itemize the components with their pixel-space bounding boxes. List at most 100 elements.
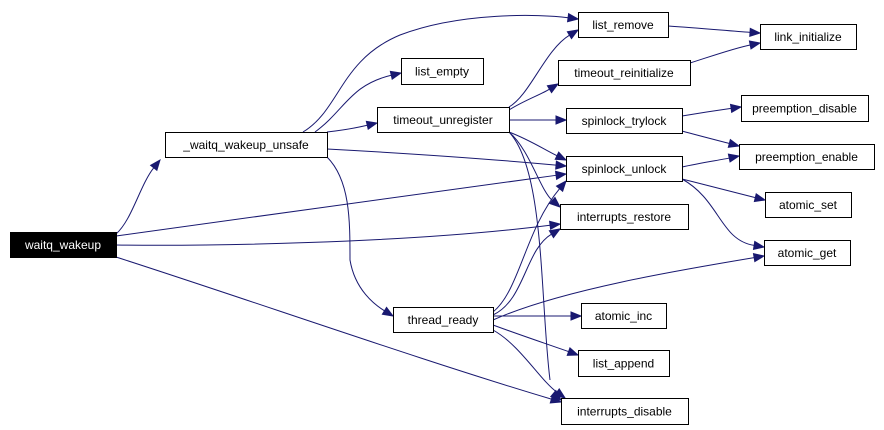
node-box: [741, 95, 869, 122]
edge-line: [689, 44, 751, 64]
node-box: [566, 108, 683, 134]
arrowhead-icon: [365, 120, 379, 131]
node-spinlock-trylock[interactable]: spinlock_trylock: [566, 108, 683, 134]
node-box: [558, 60, 691, 86]
node-box: [578, 12, 669, 38]
node-atomic-set[interactable]: atomic_set: [765, 192, 852, 218]
node-waitq-wakeup-unsafe[interactable]: _waitq_wakeup_unsafe: [165, 132, 328, 158]
node-box: [739, 144, 875, 170]
arrowhead-icon: [553, 388, 567, 399]
node-thread-ready[interactable]: thread_ready: [393, 307, 494, 333]
node-box: [401, 58, 484, 85]
node-box: [764, 240, 851, 266]
node-interrupts-disable[interactable]: interrupts_disable: [561, 398, 689, 425]
arrowhead-icon: [554, 170, 568, 181]
edge-line: [667, 25, 751, 33]
edge-line: [326, 156, 385, 312]
edge-line: [681, 107, 732, 117]
arrowhead-icon: [554, 151, 568, 161]
arrowhead-icon: [729, 103, 743, 114]
node-preemption-disable[interactable]: preemption_disable: [741, 95, 869, 122]
node-preemption-enable[interactable]: preemption_enable: [739, 144, 875, 170]
node-label: atomic_get: [778, 246, 837, 260]
edge-thread-ready-to-atomic-inc: [492, 311, 583, 321]
node-box: [165, 132, 328, 158]
edge-line: [492, 233, 552, 316]
edge-timeout-unregister-to-list-remove: [508, 29, 580, 108]
node-box: [566, 156, 683, 182]
arrowhead-icon: [748, 40, 762, 50]
node-label: interrupts_disable: [577, 405, 672, 419]
edge-line: [115, 224, 551, 246]
node-list-empty[interactable]: list_empty: [401, 58, 484, 85]
node-label: interrupts_restore: [577, 210, 671, 224]
node-box: [578, 350, 670, 377]
node-waitq-wakeup[interactable]: waitq_wakeup: [10, 232, 117, 258]
edge-line: [115, 174, 557, 237]
edge-waitq-wakeup-to-interrupts-restore: [115, 220, 562, 246]
arrowhead-icon: [566, 347, 580, 356]
edge-thread-ready-to-atomic-get: [492, 253, 766, 321]
edge-timeout-unregister-to-interrupts-restore: [508, 131, 562, 208]
arrowhead-icon: [555, 179, 567, 193]
edge-spinlock-unlock-to-atomic-set: [681, 178, 767, 203]
node-list-append[interactable]: list_append: [578, 350, 670, 377]
node-label: link_initialize: [774, 30, 842, 44]
node-label: list_empty: [415, 65, 469, 79]
edge-line: [508, 34, 570, 108]
arrowhead-icon: [753, 192, 767, 203]
node-label: timeout_reinitialize: [574, 66, 674, 80]
edge-thread-ready-to-interrupts-disable: [492, 329, 567, 399]
node-label: spinlock_unlock: [582, 162, 668, 176]
edge-line: [681, 130, 730, 144]
node-list-remove[interactable]: list_remove: [578, 12, 669, 38]
arrowhead-icon: [548, 228, 562, 239]
edge-line: [681, 178, 755, 246]
arrowhead-icon: [548, 196, 562, 208]
node-label: _waitq_wakeup_unsafe: [182, 138, 309, 152]
edge-line: [314, 74, 392, 133]
arrowhead-icon: [546, 83, 560, 94]
node-label: thread_ready: [408, 313, 479, 327]
edge--waitq-wakeup-unsafe-to-list-remove: [302, 12, 580, 133]
edge-thread-ready-to-spinlock-unlock: [492, 179, 567, 313]
edge--waitq-wakeup-unsafe-to-timeout-unregister: [326, 120, 379, 133]
node-atomic-inc[interactable]: atomic_inc: [581, 303, 667, 329]
edge-waitq-wakeup-to--waitq-wakeup-unsafe: [115, 158, 161, 235]
edge-spinlock-trylock-to-preemption-disable: [681, 103, 743, 117]
node-link-initialize[interactable]: link_initialize: [760, 24, 857, 50]
node-interrupts-restore[interactable]: interrupts_restore: [560, 204, 689, 230]
node-spinlock-unlock[interactable]: spinlock_unlock: [566, 156, 683, 182]
node-label: preemption_disable: [752, 102, 857, 116]
edge-line: [508, 88, 550, 111]
node-box: [377, 107, 510, 133]
node-label: list_remove: [592, 18, 654, 32]
node-box: [10, 232, 117, 258]
node-box: [393, 307, 494, 333]
node-atomic-get[interactable]: atomic_get: [764, 240, 851, 266]
edge-line: [508, 131, 553, 201]
node-label: waitq_wakeup: [24, 238, 101, 252]
edge-line: [115, 256, 552, 400]
edge-line: [326, 124, 368, 133]
node-box: [765, 192, 852, 218]
edge-line: [508, 131, 558, 157]
edge--waitq-wakeup-unsafe-to-list-empty: [314, 70, 403, 133]
edge-line: [492, 329, 558, 393]
arrowhead-icon: [548, 220, 562, 231]
arrowhead-icon: [570, 311, 583, 321]
edge-thread-ready-to-list-append: [492, 324, 580, 356]
edge-thread-ready-to-interrupts-restore: [492, 228, 562, 316]
node-timeout-reinitialize[interactable]: timeout_reinitialize: [558, 60, 691, 86]
edge-timeout-unregister-to-spinlock-trylock: [509, 115, 568, 125]
node-box: [581, 303, 667, 329]
arrowhead-icon: [555, 160, 568, 170]
edge-line: [326, 148, 557, 166]
arrowhead-icon: [727, 153, 741, 163]
node-timeout-unregister[interactable]: timeout_unregister: [377, 107, 510, 133]
edge--waitq-wakeup-unsafe-to-thread-ready: [326, 156, 395, 317]
edge-spinlock-unlock-to-atomic-get: [681, 178, 766, 251]
arrowhead-icon: [381, 306, 395, 317]
nodes-layer: waitq_wakeup _waitq_wakeup_unsafe list_emp…: [10, 12, 875, 425]
